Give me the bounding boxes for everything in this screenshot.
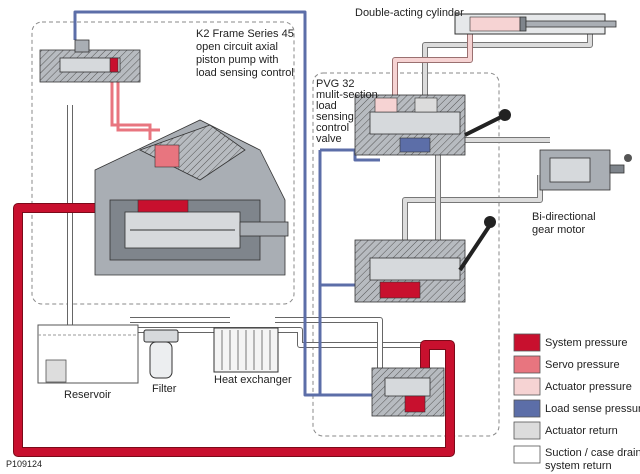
motor-label-line-1: Bi-directional	[532, 211, 596, 223]
return-lines	[67, 105, 430, 370]
valve-label-line-5: control	[316, 122, 349, 134]
figure-id: P109124	[6, 459, 42, 469]
legend-swatch-actuator-pressure	[513, 377, 541, 396]
valve-label-line-1: PVG 32	[316, 78, 355, 90]
pump-label-line-3: piston pump with	[196, 54, 279, 66]
filter-label: Filter	[152, 383, 177, 395]
legend-swatch-servo-pressure	[513, 355, 541, 374]
reservoir-label: Reservoir	[64, 389, 111, 401]
legend-label-servo-pressure: Servo pressure	[545, 359, 620, 371]
reservoir	[37, 324, 139, 384]
legend: System pressure Servo pressure Actuator …	[513, 333, 640, 472]
cylinder-label: Double-acting cylinder	[355, 7, 464, 19]
legend-label-actuator-return: Actuator return	[545, 425, 618, 437]
pump-label-line-4: load sensing control	[196, 67, 294, 79]
valve-label-line-6: valve	[316, 133, 342, 145]
valve-inlet-block	[371, 367, 445, 417]
legend-label-load-sense-pressure: Load sense pressure	[545, 403, 640, 415]
valve-section-upper	[354, 94, 511, 156]
pump-frame	[31, 21, 295, 305]
legend-label-system-pressure: System pressure	[545, 337, 628, 349]
legend-swatch-load-sense-pressure	[513, 399, 541, 418]
heat-exchanger-label: Heat exchanger	[214, 374, 292, 386]
legend-label-suction-return: Suction / case drain /	[545, 447, 640, 459]
valve-label-line-2: mulit-section	[316, 89, 378, 101]
bi-directional-gear-motor	[539, 149, 632, 191]
legend-label-suction-return-line-2: system return	[545, 460, 612, 472]
axial-piston-pump	[94, 119, 289, 276]
filter	[143, 329, 179, 379]
legend-swatch-suction-return	[513, 445, 541, 464]
valve-label-line-4: sensing	[316, 111, 354, 123]
legend-swatch-system-pressure	[513, 333, 541, 352]
legend-label-actuator-pressure: Actuator pressure	[545, 381, 632, 393]
motor-label-line-2: gear motor	[532, 224, 586, 236]
system-pressure-line	[13, 203, 455, 457]
legend-swatch-actuator-return	[513, 421, 541, 440]
servo-lines	[110, 62, 160, 140]
valve-section-lower	[354, 216, 496, 303]
heat-exchanger	[213, 327, 279, 373]
valve-frame	[312, 72, 500, 437]
valve-label-line-3: load	[316, 100, 337, 112]
actuator-pressure-lines	[392, 30, 473, 95]
pump-control-block	[39, 39, 141, 83]
pump-label-line-2: open circuit axial	[196, 41, 278, 53]
pump-label-line-1: K2 Frame Series 45	[196, 28, 294, 40]
double-acting-cylinder	[454, 13, 617, 35]
